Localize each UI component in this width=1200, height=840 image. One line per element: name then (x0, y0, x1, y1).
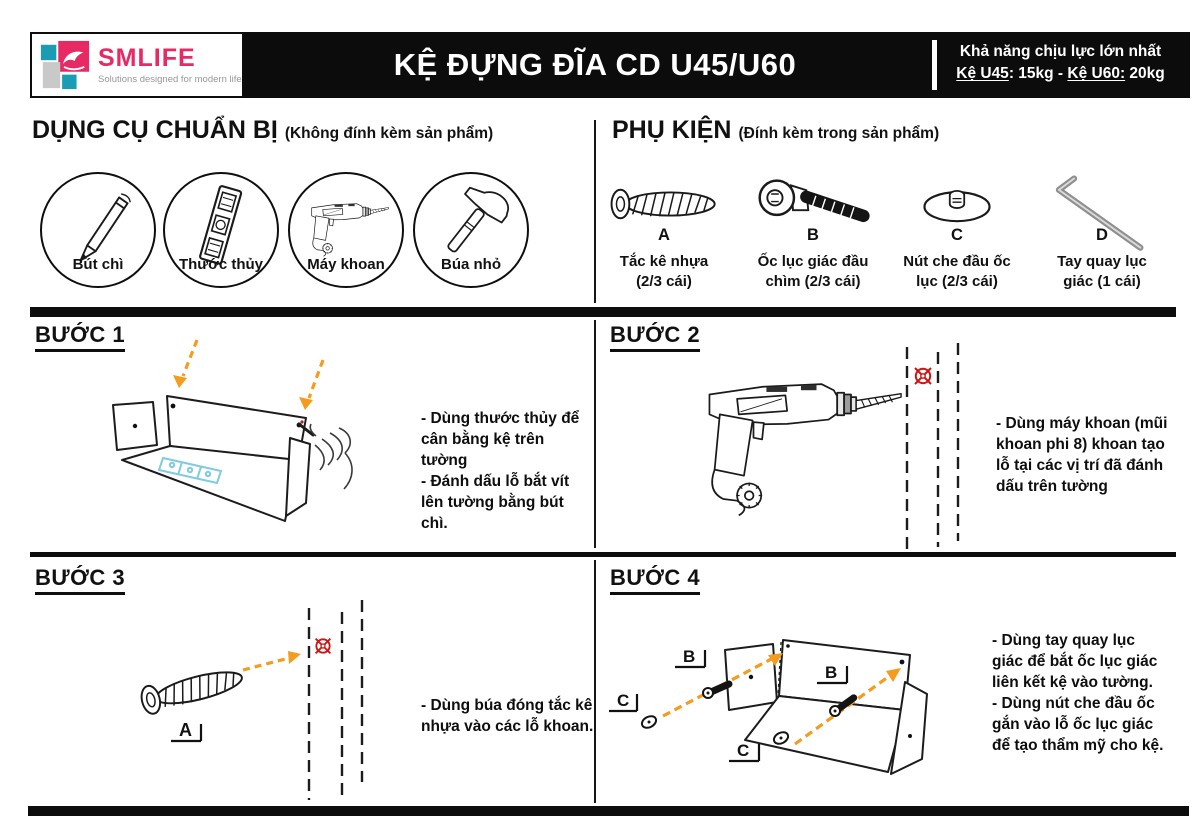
drill-icon (708, 383, 902, 517)
tool-label: Thước thủy (178, 256, 264, 273)
hand-sketch (309, 423, 353, 490)
step4-title: BƯỚC 4 (610, 565, 701, 595)
arrow-down-icon (181, 339, 325, 399)
bottom-bar (28, 806, 1189, 816)
pencil-mark (297, 422, 315, 437)
capacity-note: Khả năng chịu lực lớn nhất Kệ U45: 15kg … (932, 40, 1184, 90)
cap-label: C (617, 691, 629, 710)
hex-bolt-icon (751, 174, 875, 233)
tool-hammer: Búa nhỏ (413, 172, 529, 288)
accessory-letter: C (951, 226, 963, 244)
accessory-label: Nút che đầu ốc lục (2/3 cái) (903, 253, 1011, 290)
step3-text: - Dùng búa đóng tắc kê nhựa vào các lỗ k… (421, 697, 594, 736)
tool-pencil: Bút chì (40, 172, 156, 288)
page-title: KỆ ĐỰNG ĐĨA CD U45/U60 (393, 47, 797, 82)
tool-level: Thước thủy (163, 172, 279, 288)
capacity-line1: Khả năng chịu lực lớn nhất (959, 43, 1162, 60)
accessories-title: PHỤ KIỆN (612, 116, 732, 144)
hammer-icon (427, 180, 515, 268)
step2-title: BƯỚC 2 (610, 322, 701, 352)
insert-arrows (662, 654, 896, 746)
step4-diagram: B C B C (609, 639, 928, 775)
bolt-label: B (683, 647, 695, 666)
accessory-letter: D (1096, 226, 1108, 244)
brand-tagline: Solutions designed for modern life (98, 73, 242, 85)
screw-cap-icon (639, 714, 659, 730)
step3-diagram: A (137, 600, 364, 800)
u60-label: Kệ U60: (1067, 65, 1126, 83)
drill-target-icon (914, 367, 932, 385)
accessories-subtitle: (Đính kèm trong sản phẩm) (738, 125, 940, 142)
brand-name: SMLIFE (98, 43, 196, 72)
section-divider (30, 552, 1176, 557)
step4-text: - Dùng tay quay lục giác để bắt ốc lục g… (992, 632, 1164, 755)
logo-text: SMLIFE Solutions designed for modern lif… (98, 43, 242, 85)
tool-drill: Máy khoan (288, 172, 404, 288)
tool-label: Máy khoan (307, 256, 385, 273)
step1-text: - Dùng thước thủy để cân bằng kệ trên tư… (421, 410, 580, 533)
anchor-label: A (179, 720, 192, 740)
bolt-label: B (825, 663, 837, 682)
step1-diagram (112, 339, 353, 522)
step3-title: BƯỚC 3 (35, 565, 126, 595)
u45-value: : 15kg - (1008, 65, 1068, 83)
cap-label: C (737, 741, 749, 760)
logo-box: SMLIFE Solutions designed for modern lif… (30, 32, 244, 98)
column-divider (594, 120, 596, 303)
level-mark (157, 456, 223, 485)
dolphin-icon (63, 51, 84, 65)
wall-anchor-icon (137, 662, 247, 717)
hex-bolt-icon (703, 684, 729, 698)
header-band: SMLIFE Solutions designed for modern lif… (30, 32, 1190, 98)
column-divider (594, 560, 596, 803)
wall-lines (905, 343, 960, 550)
step1-title: BƯỚC 1 (35, 322, 126, 352)
step2-diagram (708, 343, 960, 550)
column-divider (594, 320, 596, 548)
accessory-label: Tắc kê nhựa (2/3 cái) (619, 253, 709, 290)
tools-subtitle: (Không đính kèm sản phẩm) (284, 125, 494, 142)
screw-cap-icon (907, 176, 1007, 232)
section-divider (30, 307, 1176, 317)
accessory-letter: B (807, 226, 819, 244)
drill-target-icon (314, 637, 332, 655)
step2-text: - Dùng máy khoan (mũi khoan phi 8) khoan… (996, 415, 1168, 496)
smlife-logo-icon (40, 40, 90, 90)
u60-value: 20kg (1125, 65, 1165, 83)
tool-label: Bút chì (72, 256, 124, 273)
tools-title: DỤNG CỤ CHUẨN BỊ (32, 116, 278, 144)
u45-label: Kệ U45 (956, 65, 1009, 83)
accessory-label: Tay quay lục giác (1 cái) (1057, 253, 1147, 290)
accessories-section-header: PHỤ KIỆN (Đính kèm trong sản phẩm) (612, 116, 939, 145)
drill-icon (302, 194, 392, 260)
hex-key-icon (1045, 170, 1160, 260)
tool-label: Búa nhỏ (441, 256, 501, 273)
wall-lines (307, 600, 364, 800)
tools-section-header: DỤNG CỤ CHUẨN BỊ (Không đính kèm sản phẩ… (32, 116, 493, 145)
accessory-label: Ốc lục giác đầu chìm (2/3 cái) (757, 253, 869, 290)
accessory-letter: A (658, 226, 670, 244)
capacity-line2: Kệ U45: 15kg - Kệ U60: 20kg (937, 63, 1184, 85)
